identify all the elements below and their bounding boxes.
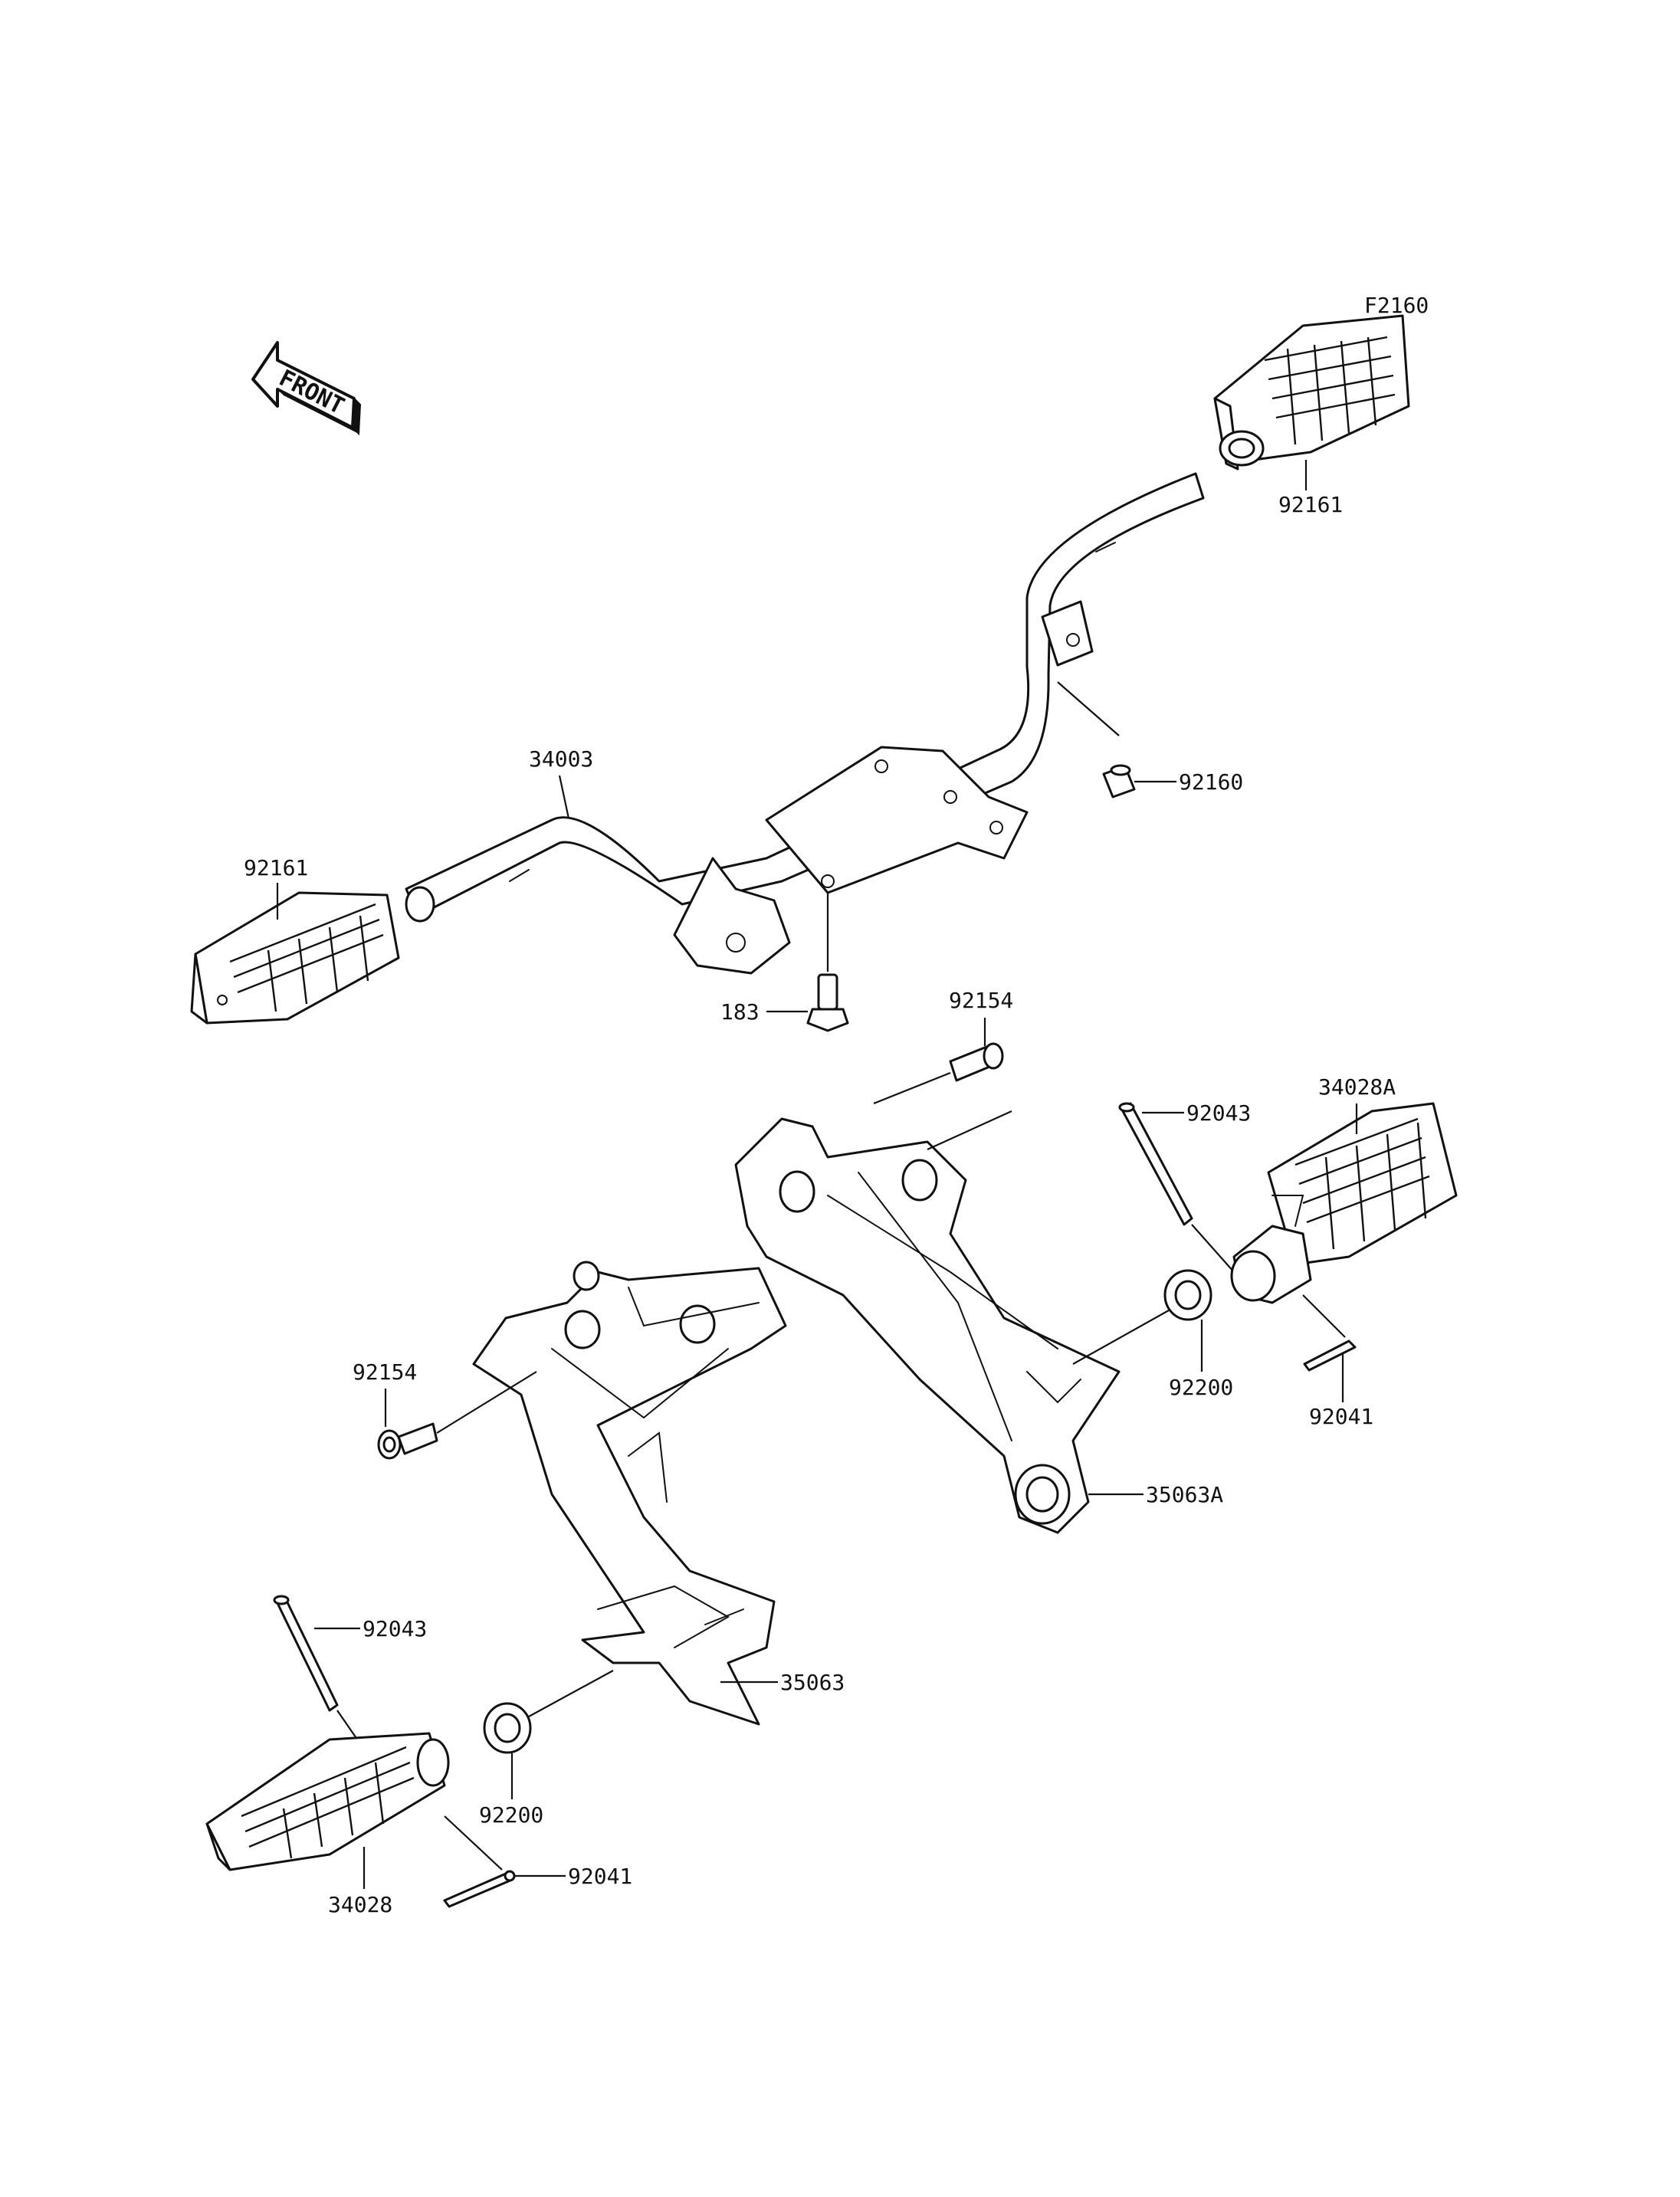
label-92041-left: 92041 — [568, 1864, 632, 1889]
label-35063A: 35063A — [1146, 1482, 1223, 1507]
label-92041-right: 92041 — [1309, 1404, 1373, 1429]
cotter-92041-left — [443, 1870, 516, 1908]
washer-92200-left — [483, 1702, 532, 1754]
label-183: 183 — [720, 999, 760, 1025]
label-34028: 34028 — [328, 1892, 392, 1917]
washer-92200-right — [1163, 1269, 1212, 1321]
damper-92160 — [1102, 764, 1136, 798]
bolt-92154-left — [377, 1422, 438, 1460]
label-92200-left: 92200 — [479, 1802, 543, 1828]
front-label: FRONT — [274, 365, 348, 420]
pin-92043-lower — [273, 1595, 339, 1712]
bolt-92154-upper — [949, 1042, 1004, 1082]
label-92200-right: 92200 — [1169, 1375, 1233, 1400]
rubber-92161-right — [1213, 314, 1410, 471]
label-92160: 92160 — [1179, 769, 1243, 795]
pin-92043-upper — [1118, 1102, 1193, 1226]
label-34028A: 34028A — [1318, 1074, 1396, 1100]
label-92043-lower: 92043 — [363, 1616, 427, 1641]
label-34003: 34003 — [529, 746, 593, 772]
label-92043-upper: 92043 — [1186, 1100, 1251, 1126]
label-92161-right: 92161 — [1278, 492, 1343, 517]
bolt-183 — [806, 973, 849, 1032]
front-arrow-icon: FRONT — [251, 341, 362, 436]
bracket-35063A — [734, 1117, 1121, 1534]
footpeg-34028A — [1230, 1102, 1458, 1304]
diagram-code: F2160 — [1364, 293, 1429, 318]
cotter-92041-right — [1303, 1340, 1357, 1372]
footrest-bar-34003 — [405, 472, 1205, 975]
bracket-35063 — [472, 1261, 787, 1726]
label-92161-left: 92161 — [244, 855, 308, 880]
label-92154-left: 92154 — [353, 1359, 417, 1385]
label-35063: 35063 — [780, 1670, 845, 1695]
footpeg-34028 — [205, 1732, 450, 1871]
rubber-92161-left — [190, 891, 400, 1025]
label-92154-upper: 92154 — [949, 988, 1013, 1013]
